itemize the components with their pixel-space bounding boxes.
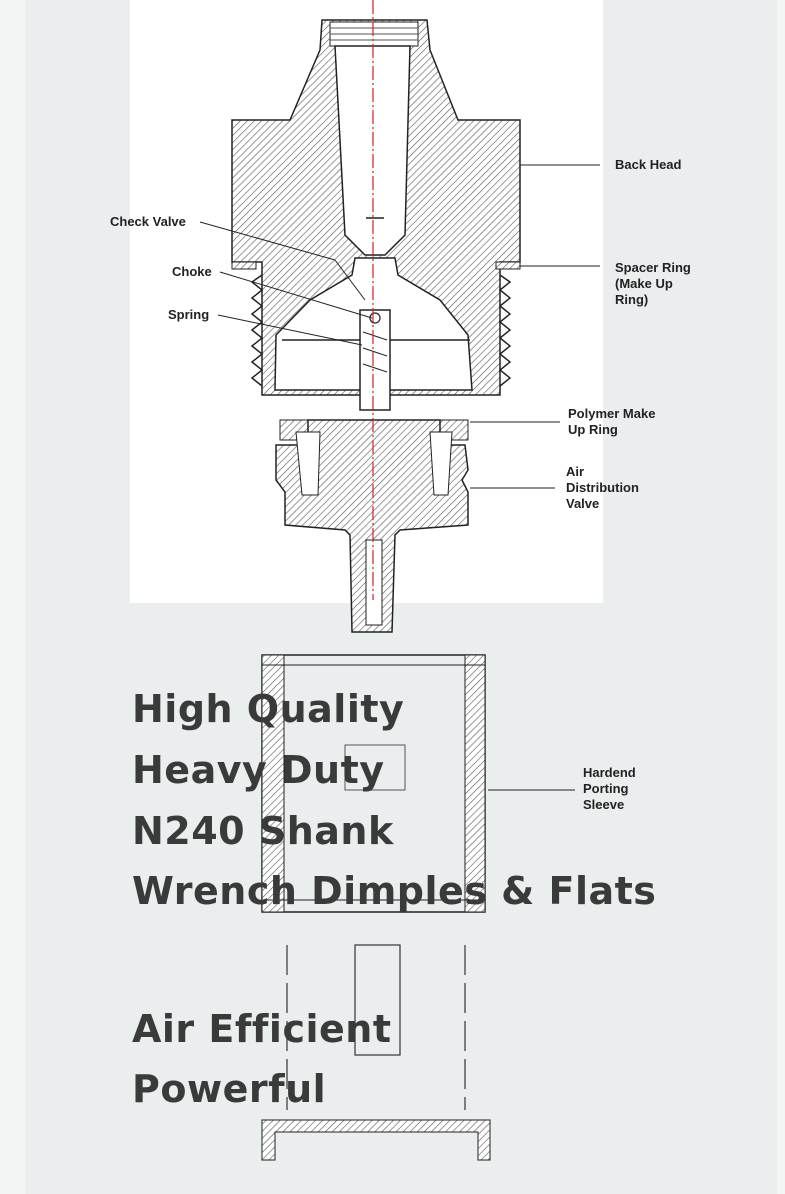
label-check-valve: Check Valve — [110, 214, 186, 229]
spring — [362, 331, 388, 373]
label-spring: Spring — [168, 307, 210, 322]
label-air-distribution-valve: Air Distribution Valve — [566, 464, 639, 511]
label-spacer-ring: Spacer Ring (Make Up Ring) — [615, 260, 691, 307]
check-valve — [359, 309, 391, 411]
air-distribution-valve — [275, 419, 469, 633]
feature-powerful: Powerful — [132, 1067, 327, 1111]
label-back-head: Back Head — [615, 157, 682, 172]
feature-air-efficient: Air Efficient — [132, 1007, 392, 1051]
feature-n240-shank: N240 Shank — [132, 809, 394, 853]
label-choke: Choke — [172, 264, 212, 279]
feature-wrench-dimples: Wrench Dimples & Flats — [132, 869, 657, 913]
label-porting-sleeve: Hardend Porting Sleeve — [583, 765, 636, 812]
spacer-ring-left — [231, 261, 257, 270]
spacer-ring-right — [495, 261, 521, 270]
feature-high-quality: High Quality — [132, 687, 405, 731]
feature-heavy-duty: Heavy Duty — [132, 748, 385, 792]
bit-housing — [261, 1119, 491, 1161]
piston — [354, 944, 401, 1056]
label-polymer-ring: Polymer Make Up Ring — [568, 406, 656, 437]
